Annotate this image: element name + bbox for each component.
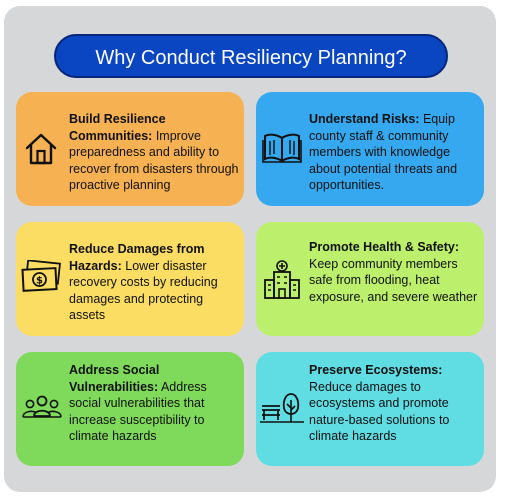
card-heading: Build Resilience Communities: <box>69 112 166 143</box>
card-build-resilience: Build Resilience Communities: Improve pr… <box>16 92 244 206</box>
page-title: Why Conduct Resiliency Planning? <box>54 34 448 78</box>
park-bench-tree-icon <box>260 393 304 423</box>
card-body: Address social vulnerabilities that incr… <box>69 379 207 444</box>
card-reduce-damages: $ Reduce Damages from Hazards: Lower dis… <box>16 222 244 336</box>
house-icon <box>25 133 57 165</box>
svg-text:$: $ <box>36 276 43 287</box>
card-heading: Preserve Ecosystems: <box>309 363 443 377</box>
card-body: Improve preparedness and ability to reco… <box>69 128 239 193</box>
card-body: Keep community members safe from floodin… <box>309 256 478 304</box>
people-group-icon <box>22 395 62 418</box>
card-heading: Understand Risks: <box>309 112 420 126</box>
card-body: Reduce damages to ecosystems and promote… <box>309 379 450 444</box>
card-promote-health: Promote Health & Safety: Keep community … <box>256 222 484 336</box>
card-body: Lower disaster recovery costs by reducin… <box>69 258 218 323</box>
money-icon: $ <box>21 260 61 292</box>
card-heading: Address Social Vulnerabilities: <box>69 363 160 394</box>
card-heading: Promote Health & Safety: <box>309 240 460 254</box>
card-understand-risks: Understand Risks: Equip county staff & c… <box>256 92 484 206</box>
card-preserve-ecosystems: Preserve Ecosystems: Reduce damages to e… <box>256 352 484 466</box>
card-heading: Reduce Damages from Hazards: <box>69 242 205 273</box>
card-social-vulnerabilities: Address Social Vulnerabilities: Address … <box>16 352 244 466</box>
open-book-icon <box>262 133 302 163</box>
hospital-icon <box>264 260 300 299</box>
card-body: Equip county staff & community members w… <box>309 112 458 192</box>
